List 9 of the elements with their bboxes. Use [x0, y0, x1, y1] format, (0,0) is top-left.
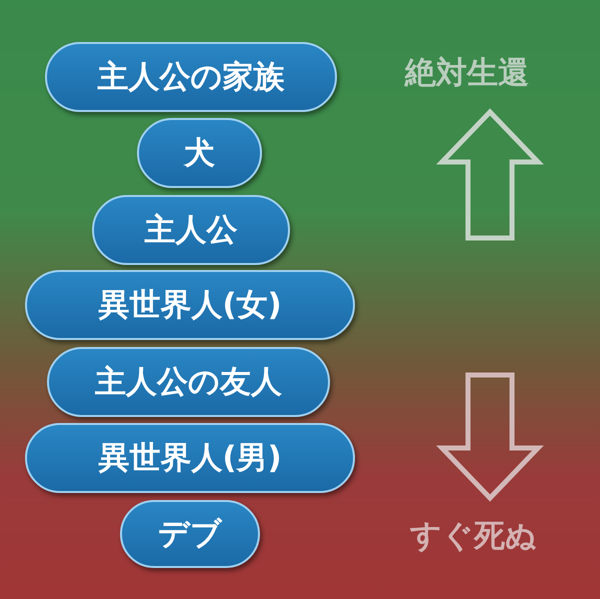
- rank-pill: 主人公の家族: [45, 42, 337, 112]
- rank-pill: デブ: [120, 500, 260, 568]
- rank-pill: 犬: [137, 118, 262, 188]
- rank-pill: 主人公の友人: [47, 347, 330, 417]
- rank-pill: 異世界人(女): [25, 270, 355, 340]
- direction-label: 絶対生還: [405, 54, 529, 93]
- rank-pill: 異世界人(男): [25, 423, 355, 493]
- direction-label: すぐ死ぬ: [410, 517, 537, 556]
- rank-pill: 主人公: [92, 195, 290, 265]
